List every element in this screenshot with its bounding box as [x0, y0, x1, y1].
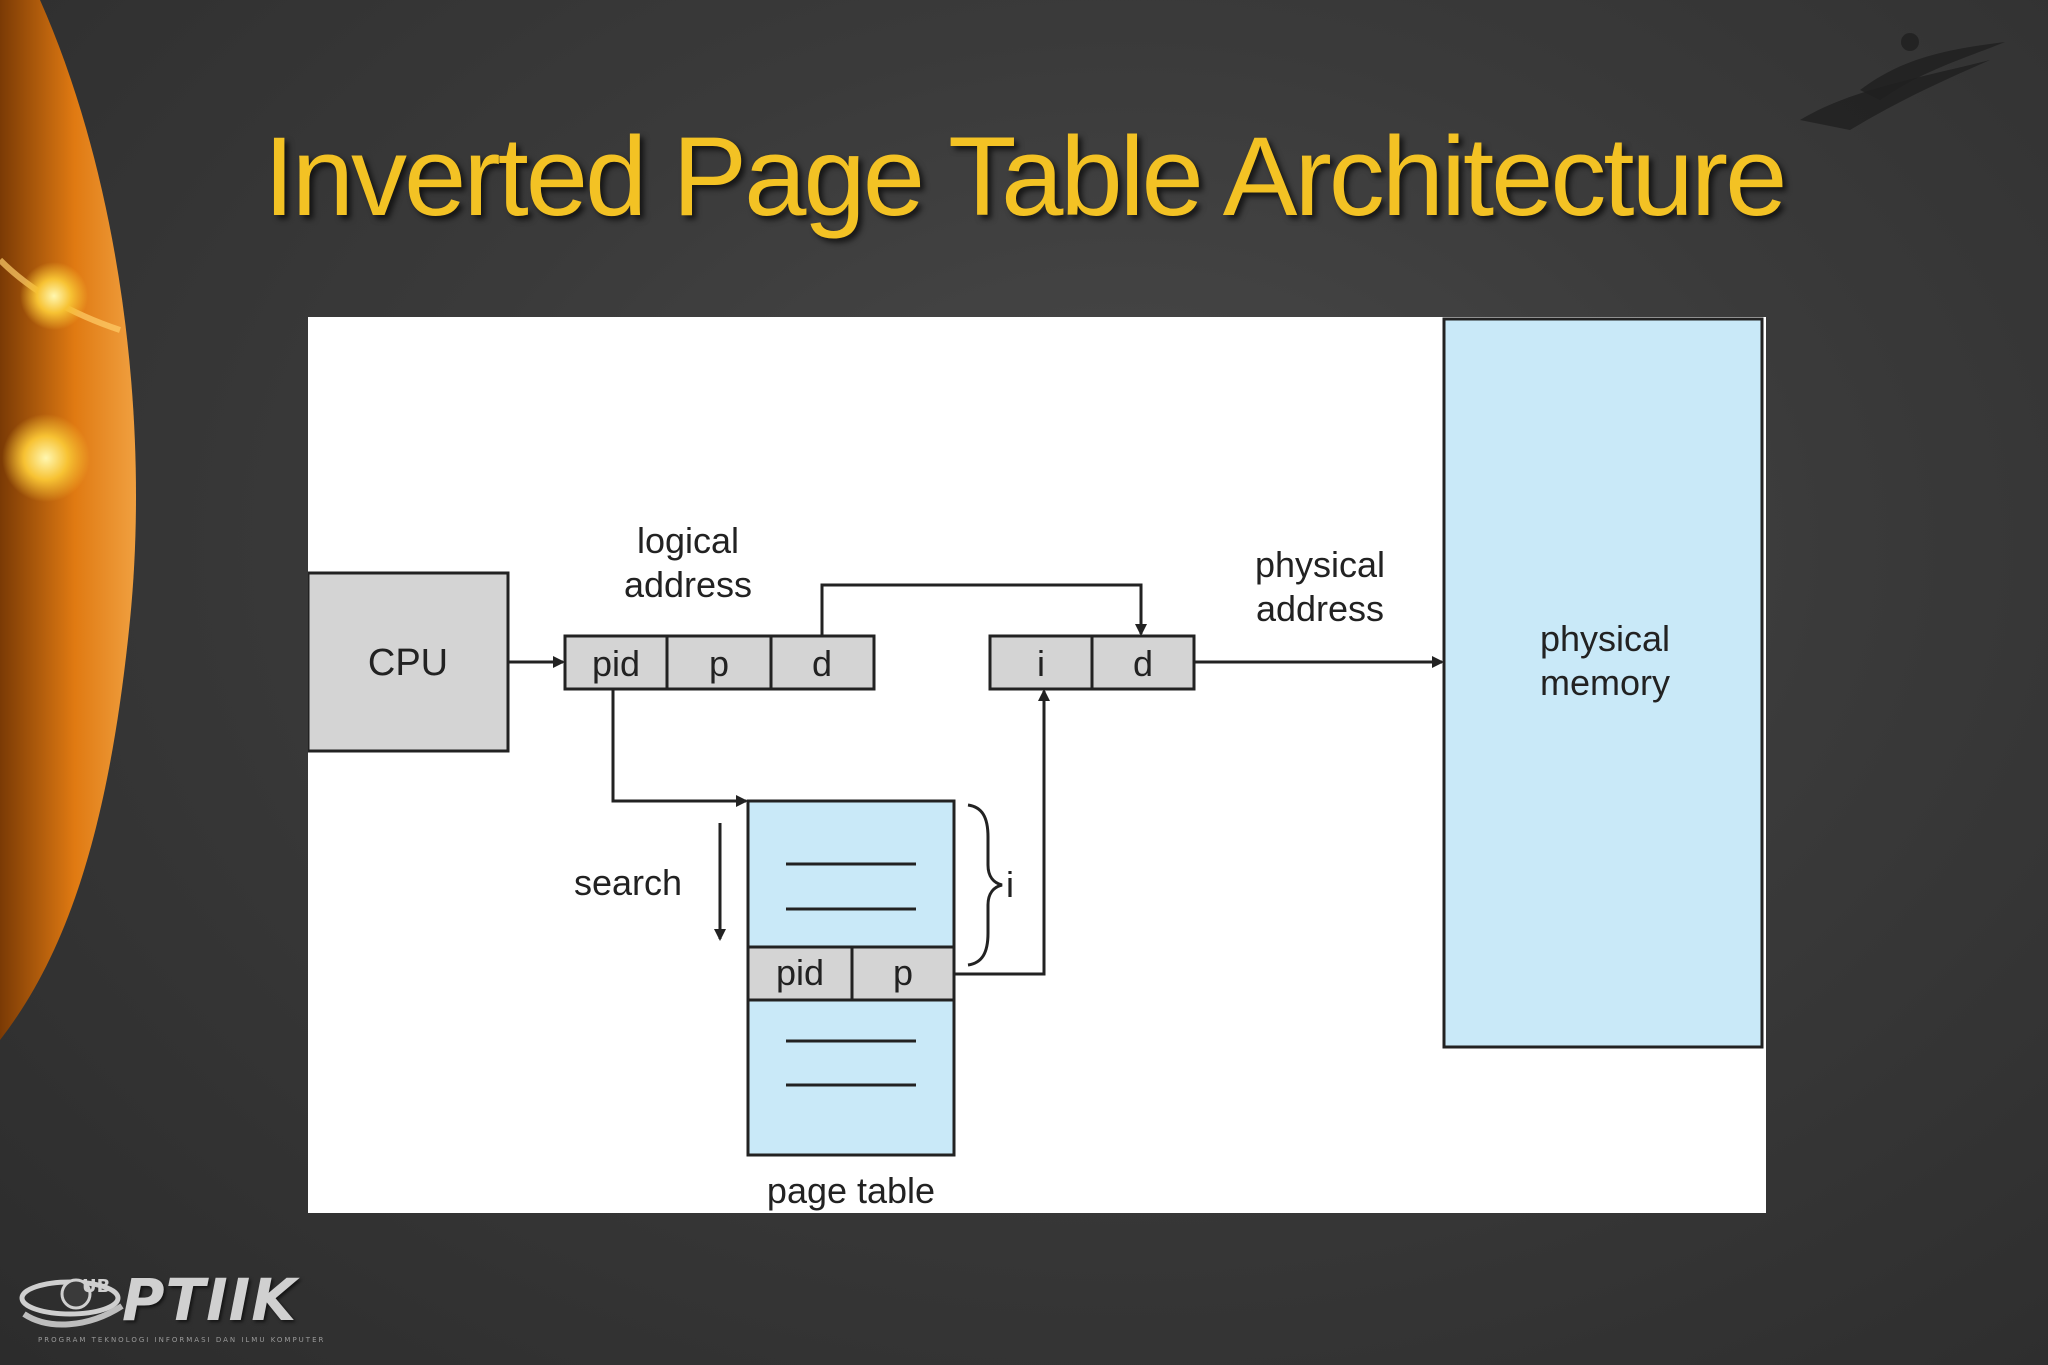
page-table-label: page table: [767, 1170, 935, 1211]
orange-swirl-shape: [0, 0, 136, 1040]
physical-memory-label-line1: physical: [1540, 618, 1670, 659]
physical-field-i: i: [1037, 643, 1045, 684]
index-brace: [967, 803, 1003, 967]
ub-swoosh-icon: [19, 1278, 124, 1328]
arrow-pid-to-page-table: [611, 689, 748, 807]
physical-field-d: d: [1133, 643, 1153, 684]
physical-memory-label-line2: memory: [1540, 662, 1670, 703]
page-table-entry-p: p: [893, 952, 913, 993]
search-label: search: [574, 862, 682, 903]
university-emblem-icon: [1800, 33, 2005, 130]
glow-orb-lower: [2, 414, 90, 502]
glow-orb-upper: [20, 262, 88, 330]
logical-field-p: p: [709, 643, 729, 684]
slide-title: Inverted Page Table Architecture: [263, 114, 1788, 239]
logical-field-d: d: [812, 643, 832, 684]
physical-address-label-line1: physical: [1255, 544, 1385, 585]
arrow-entry-to-index: [954, 689, 1050, 976]
logical-address-label-line1: logical: [637, 520, 739, 561]
arrow-offset-to-physical: [820, 583, 1147, 636]
logical-address-label-line2: address: [624, 564, 752, 605]
cpu-label: CPU: [368, 642, 448, 684]
logical-address-register: [563, 634, 876, 691]
logo-name: PTIIK: [122, 1266, 298, 1334]
logical-field-pid: pid: [592, 643, 640, 684]
ptiik-logo: UB PTIIK PROGRAM TEKNOLOGI INFORMASI DAN…: [18, 1262, 338, 1352]
physical-address-label-line2: address: [1256, 588, 1384, 629]
page-table-entry-pid: pid: [776, 952, 824, 993]
physical-memory-box: [1442, 317, 1764, 1049]
logo-tagline: PROGRAM TEKNOLOGI INFORMASI DAN ILMU KOM…: [38, 1336, 326, 1344]
index-label: i: [1006, 864, 1014, 905]
logo-badge: UB: [82, 1276, 111, 1297]
inverted-page-table-diagram: physical memory CPU logical address pid …: [308, 317, 1766, 1213]
